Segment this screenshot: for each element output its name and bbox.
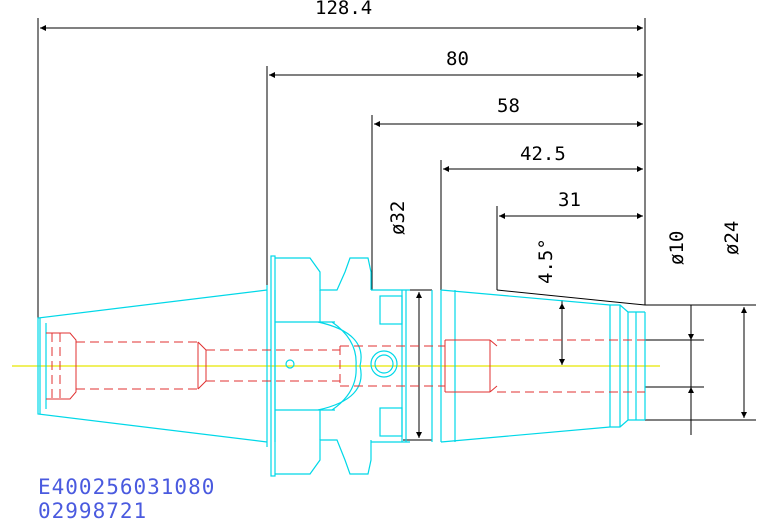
dim-label-dia10: ø10 <box>666 231 688 265</box>
dim-label-42-5: 42.5 <box>520 143 566 165</box>
holder-outline <box>37 255 646 477</box>
hidden-bore-lines <box>46 332 645 400</box>
part-code-1: E400256031080 <box>38 475 215 499</box>
dim-label-dia32: ø32 <box>387 201 409 235</box>
part-code-2: 02998721 <box>38 499 147 523</box>
dim-label-angle: 4.5° <box>535 238 557 284</box>
dim-label-overall: 128.4 <box>315 0 372 19</box>
dim-label-dia24: ø24 <box>721 221 743 255</box>
dim-label-80: 80 <box>446 48 469 70</box>
dim-label-58: 58 <box>497 95 520 117</box>
dim-label-31: 31 <box>558 189 581 211</box>
